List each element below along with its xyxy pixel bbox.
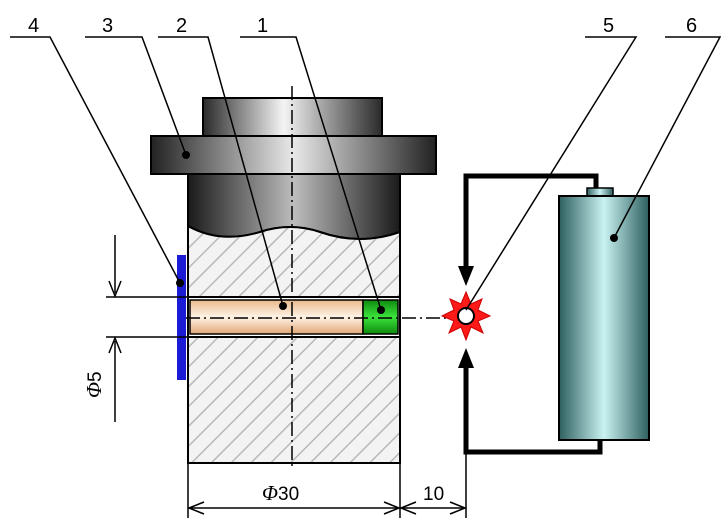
battery-part-6 (558, 195, 650, 441)
leader-line-6 (613, 36, 722, 239)
dim-arrow-gap-right (449, 501, 468, 515)
leader-line-4 (10, 36, 181, 284)
shim-part-4 (177, 255, 186, 380)
leader-line-5 (465, 36, 638, 311)
rod-part-2 (189, 299, 364, 335)
electrode-arrow-bottom (458, 348, 474, 368)
callout-4: 4 (28, 15, 39, 37)
electrode-arrow-top (458, 266, 474, 286)
callout-3: 3 (102, 15, 113, 37)
dim-arrow-up (108, 335, 122, 354)
housing-body-section (187, 224, 401, 464)
insert-part-1 (362, 299, 399, 335)
callout-6: 6 (686, 15, 697, 37)
callout-2: 2 (176, 15, 187, 37)
dim-hole-diameter-label: Φ5 (82, 371, 106, 398)
dim-gap-label: 10 (423, 484, 444, 505)
leader-line-2 (158, 36, 284, 307)
dim-arrow-gap-left (398, 501, 417, 515)
flange-part-3 (150, 135, 437, 175)
leader-line-1 (240, 36, 382, 311)
dim-outer-diameter-label: Φ30 (262, 481, 299, 505)
callout-5: 5 (603, 15, 614, 37)
dim-arrow-down (108, 280, 122, 299)
dim-arrow-left (186, 501, 205, 515)
circuit-wire (463, 173, 603, 455)
callout-1: 1 (257, 15, 268, 37)
spark-core (457, 307, 475, 325)
leader-line-3 (85, 36, 187, 156)
